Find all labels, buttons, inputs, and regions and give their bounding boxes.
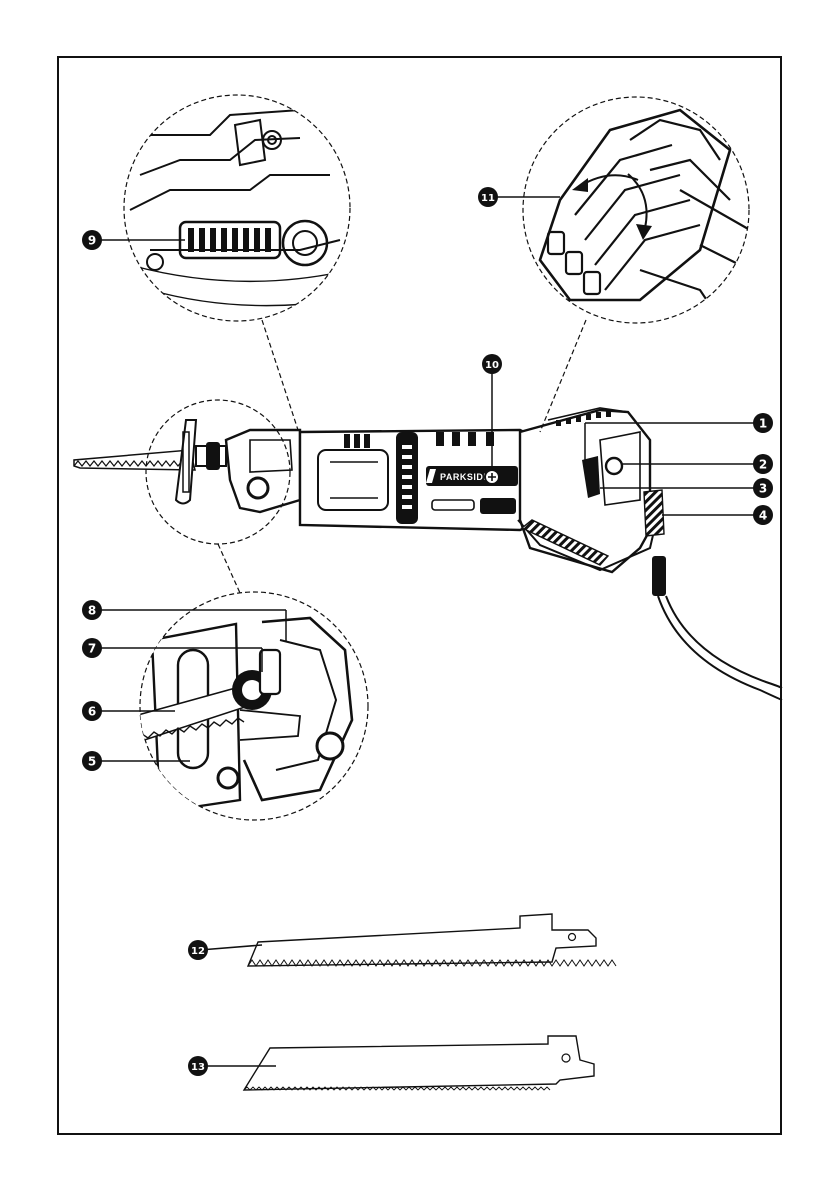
brand-logo: PARKSIDE xyxy=(440,472,490,482)
callout-8: 8 xyxy=(82,600,102,620)
saw-blade-13 xyxy=(244,1036,594,1090)
callout-13: 13 xyxy=(188,1056,208,1076)
callout-12: 12 xyxy=(188,940,208,960)
callout-5: 5 xyxy=(82,751,102,771)
svg-text:7: 7 xyxy=(88,642,96,656)
svg-text:8: 8 xyxy=(88,604,96,618)
saw-blade-12 xyxy=(248,914,616,966)
callout-4: 4 xyxy=(753,505,773,525)
svg-text:9: 9 xyxy=(88,234,96,248)
detail-circle-handle-rotation xyxy=(523,97,750,323)
svg-text:12: 12 xyxy=(191,946,205,957)
detail-circle-blade-clamp xyxy=(120,592,368,820)
callout-9: 9 xyxy=(82,230,102,250)
svg-text:4: 4 xyxy=(759,509,767,523)
svg-text:10: 10 xyxy=(485,360,499,371)
svg-text:3: 3 xyxy=(759,482,767,496)
svg-text:11: 11 xyxy=(481,193,495,204)
detail-circle-vents xyxy=(120,95,350,321)
svg-text:6: 6 xyxy=(88,705,96,719)
callout-7: 7 xyxy=(82,638,102,658)
callout-3: 3 xyxy=(753,478,773,498)
callout-6: 6 xyxy=(82,701,102,721)
svg-text:1: 1 xyxy=(759,417,767,431)
callout-10: 10 xyxy=(482,354,502,374)
callout-2: 2 xyxy=(753,454,773,474)
callout-1: 1 xyxy=(753,413,773,433)
callout-11: 11 xyxy=(478,187,498,207)
svg-text:5: 5 xyxy=(88,755,96,769)
svg-text:2: 2 xyxy=(759,458,767,472)
svg-text:13: 13 xyxy=(191,1062,205,1073)
